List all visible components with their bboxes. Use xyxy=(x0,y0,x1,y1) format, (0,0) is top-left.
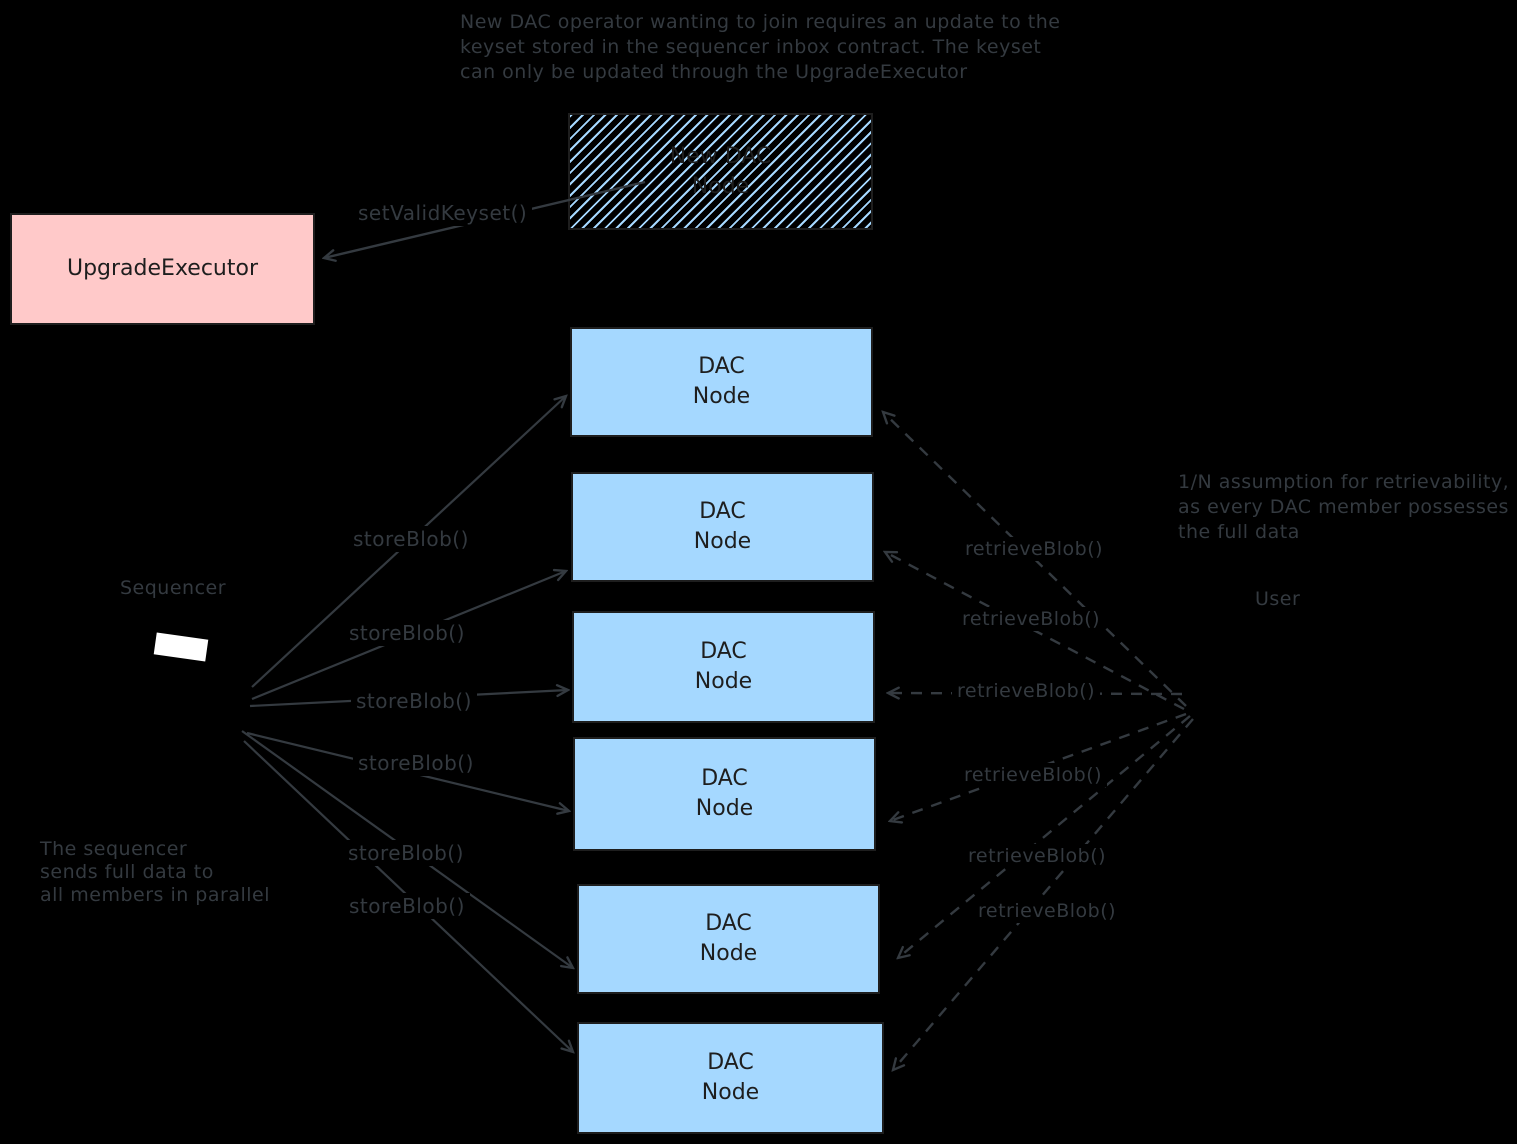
upgrade-executor-label: UpgradeExecutor xyxy=(66,256,258,281)
dac-node-box-6: DAC Node xyxy=(577,1022,884,1134)
retrieve-blob-label-6: retrieveBlob() xyxy=(973,899,1122,923)
store-blob-label-5: storeBlob() xyxy=(343,840,469,866)
dac-node-label-line1: DAC xyxy=(698,354,745,379)
keyset-note-line: New DAC operator wanting to join require… xyxy=(460,11,1061,33)
dac-node-box-3: DAC Node xyxy=(572,611,875,723)
retrieve-blob-label-5: retrieveBlob() xyxy=(963,844,1112,868)
sequencer-broadcast-note-line: all members in parallel xyxy=(40,884,270,906)
dac-node-label-line2: Node xyxy=(692,384,751,409)
dac-node-label-line2: Node xyxy=(695,796,754,821)
dac-node-label-line2: Node xyxy=(701,1080,760,1105)
user-label: User xyxy=(1255,588,1301,610)
store-blob-label-4: storeBlob() xyxy=(353,750,479,776)
sequencer-label: Sequencer xyxy=(120,577,227,599)
keyset-note-line: keyset stored in the sequencer inbox con… xyxy=(460,36,1042,58)
sequencer-broadcast-note-line: The sequencer xyxy=(40,838,188,860)
dac-node-label-line1: DAC xyxy=(705,911,752,936)
dac-node-label-line1: DAC xyxy=(701,766,748,791)
store-blob-label-3: storeBlob() xyxy=(351,688,477,714)
keyset-note-line: can only be updated through the UpgradeE… xyxy=(460,61,968,83)
retrieve-blob-label-1: retrieveBlob() xyxy=(960,537,1109,561)
dac-node-label-line2: Node xyxy=(693,529,752,554)
dac-node-label-line1: DAC xyxy=(700,639,747,664)
store-blob-label-2: storeBlob() xyxy=(344,620,470,646)
dac-node-box-4: DAC Node xyxy=(573,737,876,851)
set-valid-keyset-label: setValidKeyset() xyxy=(353,200,533,226)
sequencer-broadcast-note: The sequencer sends full data to all mem… xyxy=(40,838,270,907)
dac-node-box-1: DAC Node xyxy=(570,327,873,437)
new-dac-node-box: New DAC Node xyxy=(568,113,873,230)
dac-node-label-line1: DAC xyxy=(699,499,746,524)
store-blob-label-6: storeBlob() xyxy=(344,893,470,919)
dac-node-box-2: DAC Node xyxy=(571,472,874,582)
sequencer-icon xyxy=(153,632,209,662)
dac-node-label-line1: DAC xyxy=(707,1050,754,1075)
retrievability-note-line: as every DAC member possesses xyxy=(1178,496,1509,518)
dac-node-label-line2: Node xyxy=(699,941,758,966)
store-blob-label-1: storeBlob() xyxy=(348,526,474,552)
new-dac-node-label-line2: Node xyxy=(691,173,750,199)
retrieve-blob-label-2: retrieveBlob() xyxy=(957,607,1106,631)
retrievability-note-line: 1/N assumption for retrievability, xyxy=(1178,471,1510,493)
retrievability-note: 1/N assumption for retrievability, as ev… xyxy=(1178,470,1509,545)
dac-node-label-line2: Node xyxy=(694,669,753,694)
retrieve-blob-label-3: retrieveBlob() xyxy=(952,679,1101,703)
new-dac-node-label-line1: New DAC xyxy=(669,143,772,169)
dac-node-box-5: DAC Node xyxy=(577,884,880,994)
retrieve-blob-label-4: retrieveBlob() xyxy=(959,763,1108,787)
sequencer-broadcast-note-line: sends full data to xyxy=(40,861,214,883)
retrievability-note-line: the full data xyxy=(1178,521,1300,543)
upgrade-executor-box: UpgradeExecutor xyxy=(10,213,315,325)
keyset-note: New DAC operator wanting to join require… xyxy=(460,10,1060,85)
